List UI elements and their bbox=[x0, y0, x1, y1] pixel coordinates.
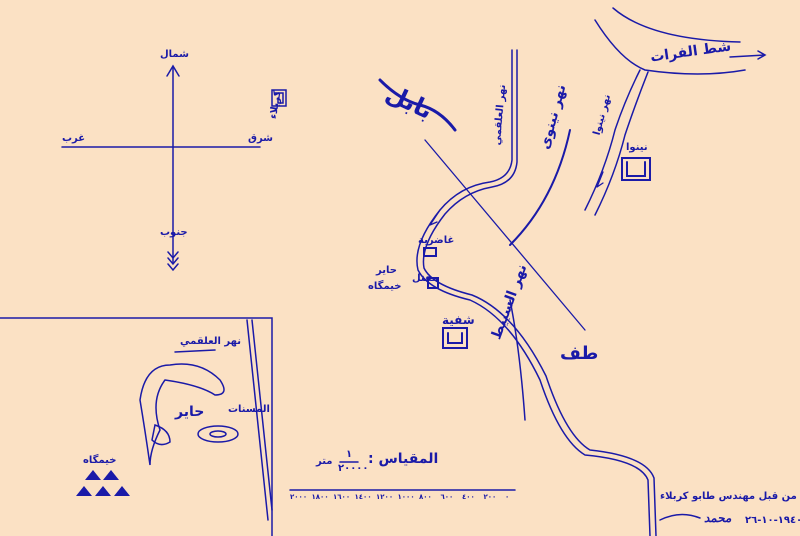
compass-south: جنوب bbox=[160, 227, 188, 238]
scale-tick-label: ٨٠٠ bbox=[419, 493, 432, 501]
label-hayir: حاير bbox=[376, 265, 397, 276]
alqami-river bbox=[416, 49, 657, 536]
credit-text: عملت من قبل مهندس طابو كربلاء bbox=[660, 491, 800, 502]
compass-east: شرق bbox=[248, 133, 273, 144]
scale-tick-label: ٢٠٠٠ bbox=[290, 493, 308, 501]
label-khaymagah: خيمگاه bbox=[368, 281, 402, 292]
signature: محمد bbox=[704, 511, 732, 525]
shafiya-symbol bbox=[442, 327, 468, 349]
inset-label-nahr-alqami: نهر العلقمي bbox=[180, 336, 241, 347]
sabat-line bbox=[509, 299, 526, 421]
scale-unit: متر bbox=[316, 456, 333, 467]
scale-label: المقياس : bbox=[368, 451, 439, 467]
scale-tick-label: ١٠٠٠ bbox=[397, 493, 415, 501]
label-ghadiriya: غاضرية bbox=[418, 235, 455, 246]
scale-bar bbox=[289, 461, 516, 491]
scale-tick-label: ٠ bbox=[505, 493, 510, 501]
scale-tick-label: ١٦٠٠ bbox=[333, 493, 351, 501]
euphrates-river bbox=[584, 7, 767, 216]
compass-north: شمال bbox=[160, 49, 189, 60]
babil-road bbox=[424, 139, 586, 331]
inset-label-khaymagah: خيمگاه bbox=[83, 455, 117, 466]
inset-frame bbox=[0, 317, 273, 536]
ninawa-symbol bbox=[621, 157, 651, 181]
scale-tick-label: ١٢٠٠ bbox=[376, 493, 394, 501]
inset-label-hayir: حاير bbox=[175, 404, 205, 420]
scale-denominator: ٢٠٠٠٠ bbox=[338, 463, 369, 474]
credit-date: ١٩٤٠-١٠-٢٦ bbox=[745, 515, 800, 526]
compass-west: غرب bbox=[62, 133, 86, 144]
scale-tick-label: ١٨٠٠ bbox=[311, 493, 329, 501]
scale-tick-label: ٦٠٠ bbox=[440, 493, 454, 501]
label-ninawa: نينوا bbox=[626, 142, 648, 153]
scale-numerator: ١ bbox=[346, 449, 353, 460]
scale-tick-label: ٤٠٠ bbox=[462, 493, 475, 501]
inset-label-masannat: المسنات bbox=[228, 404, 270, 415]
scale-tick-label: ٢٠٠ bbox=[483, 493, 497, 501]
label-taff: طف bbox=[560, 343, 599, 364]
scale-tick-label: ١٤٠٠ bbox=[354, 493, 372, 501]
label-shafiya: شفية bbox=[442, 313, 475, 327]
tents-icon bbox=[76, 470, 130, 496]
label-maqtal: مقتل bbox=[412, 273, 439, 284]
compass-rose bbox=[61, 64, 261, 272]
karbala-symbol bbox=[271, 89, 287, 107]
